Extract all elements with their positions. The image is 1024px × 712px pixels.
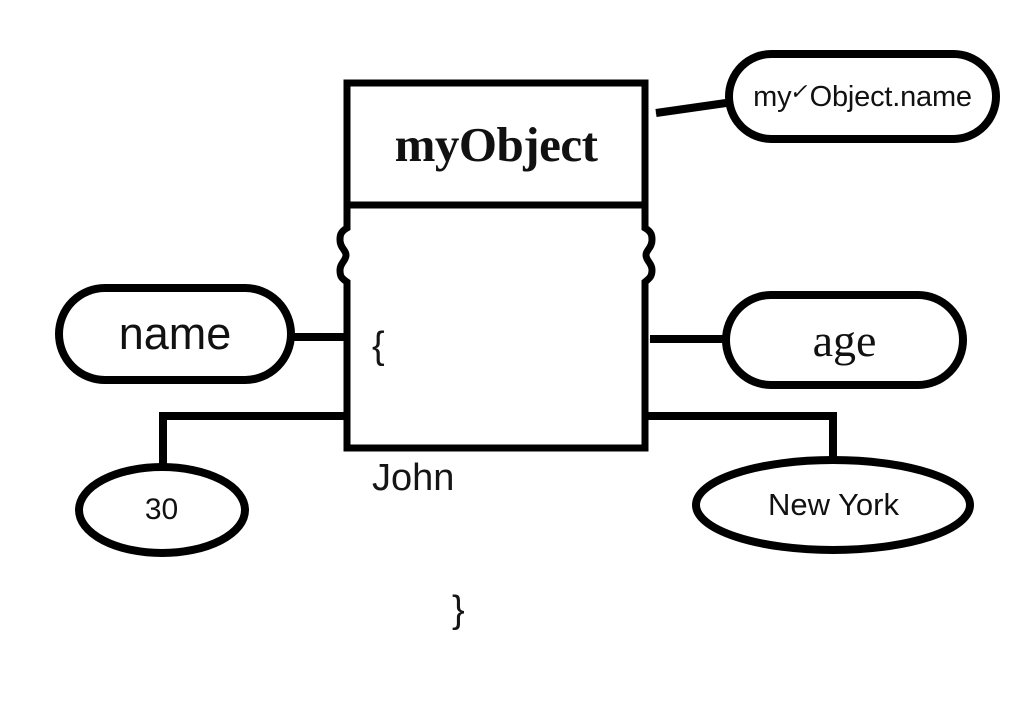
bubble-age[interactable]: [722, 291, 967, 389]
connector-object-to-age-value: [159, 412, 347, 467]
bubble-expression[interactable]: [725, 50, 1000, 143]
ellipse-age-value[interactable]: [75, 463, 249, 557]
connector-expression-to-object: [655, 99, 727, 117]
connector-object-to-city-value: [645, 412, 837, 459]
bubble-name[interactable]: [55, 284, 295, 384]
ellipse-city-value[interactable]: [692, 456, 974, 554]
object-box[interactable]: [336, 79, 656, 452]
